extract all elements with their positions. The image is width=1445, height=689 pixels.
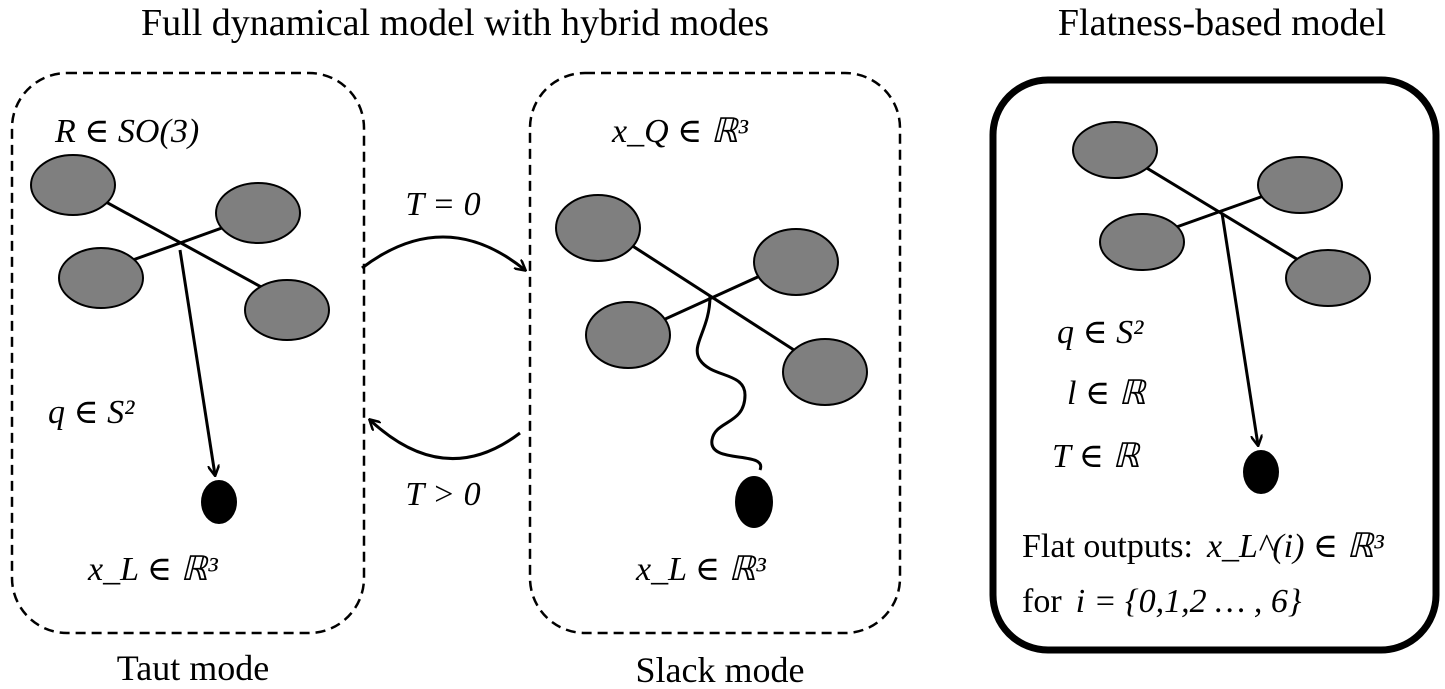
flat-for-label: for	[1022, 583, 1062, 620]
slack-mode-box	[528, 71, 902, 635]
taut-mode-box	[10, 71, 366, 635]
flat-for-math: i = {0,1,2 … , 6}	[1076, 583, 1302, 620]
transition-label-to-taut: T > 0	[405, 476, 480, 513]
flat-outputs-label: Flat outputs:	[1022, 528, 1193, 565]
transition-arrow-to-taut	[370, 420, 521, 461]
transition-arrow-to-slack	[361, 235, 525, 270]
taut-mode-caption: Taut mode	[117, 648, 269, 688]
taut-rotor-2	[215, 182, 301, 244]
slack-rotor-3	[585, 301, 671, 369]
title-full-model: Full dynamical model with hybrid modes	[141, 2, 769, 44]
flatness-model-box	[989, 76, 1440, 654]
taut-rotor-1	[30, 154, 116, 216]
flat-load	[1243, 450, 1279, 494]
flat-rotor-4	[1285, 249, 1371, 307]
taut-cable-label: q ∈ S²	[48, 394, 135, 431]
flat-length-label: l ∈ ℝ	[1067, 375, 1148, 412]
slack-rotor-2	[753, 228, 839, 296]
taut-load	[201, 480, 237, 524]
slack-rotor-1	[555, 194, 641, 262]
taut-rotor-4	[244, 279, 330, 341]
flat-rotor-1	[1072, 121, 1158, 179]
taut-rotation-label: R ∈ SO(3)	[54, 113, 199, 150]
slack-rotor-4	[782, 338, 868, 406]
taut-quadrotor	[30, 154, 330, 341]
flat-quadrotor	[1072, 121, 1371, 307]
flat-rotor-2	[1257, 156, 1343, 214]
taut-rotor-3	[58, 247, 144, 309]
flat-outputs-math: x_L^(i) ∈ ℝ³	[1206, 528, 1385, 565]
slack-load-label: x_L ∈ ℝ³	[635, 551, 766, 588]
slack-mode-caption: Slack mode	[636, 650, 805, 689]
slack-load	[735, 476, 773, 528]
taut-cable-arrow	[178, 249, 215, 475]
flat-rotor-3	[1099, 213, 1185, 271]
flat-for-line: for i = {0,1,2 … , 6}	[1022, 583, 1302, 620]
slack-quadrotor	[555, 194, 868, 406]
slack-quad-pos-label: x_Q ∈ ℝ³	[611, 113, 749, 150]
flat-cable-label: q ∈ S²	[1057, 314, 1144, 351]
transition-label-to-slack: T = 0	[405, 186, 480, 223]
flat-tension-label: T ∈ ℝ	[1052, 438, 1141, 475]
taut-load-label: x_L ∈ ℝ³	[87, 551, 218, 588]
flat-cable-arrow	[1220, 212, 1258, 445]
title-flatness-model: Flatness-based model	[1058, 2, 1386, 44]
flat-outputs-line: Flat outputs: x_L^(i) ∈ ℝ³	[1022, 528, 1384, 565]
slack-cable	[695, 295, 763, 471]
